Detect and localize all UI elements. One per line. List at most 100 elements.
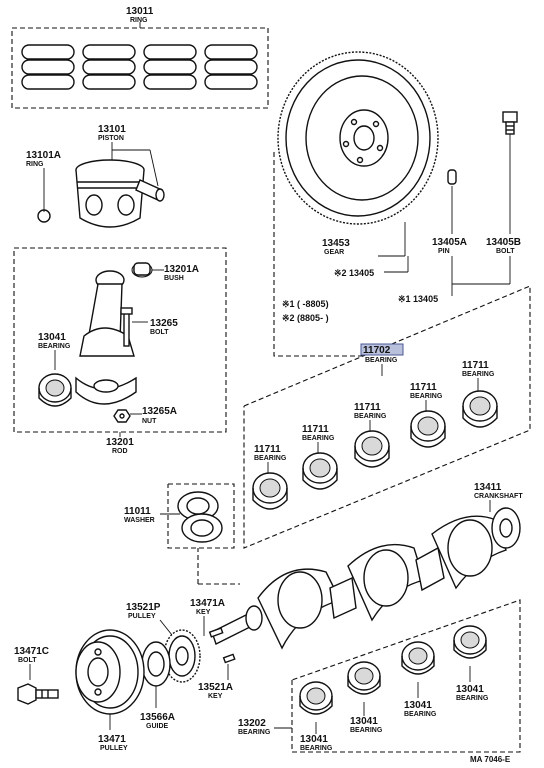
label-13101-name: PISTON (98, 135, 124, 142)
flywheel-bolt[interactable] (502, 111, 518, 135)
piston-ring-3[interactable] (143, 44, 197, 90)
main-bearing-1[interactable] (252, 472, 288, 510)
rod-frame (13, 247, 227, 433)
timing-key[interactable] (222, 653, 236, 664)
flywheel-group: 13453 GEAR ※2 13405 13405A PIN 13405B BO… (273, 51, 521, 357)
label-11711a-number[interactable]: 11711 (254, 444, 281, 455)
label-13453-number[interactable]: 13453 (322, 238, 350, 249)
label-13041d-number[interactable]: 13041 (404, 700, 432, 711)
piston[interactable] (75, 159, 145, 228)
label-13411-number[interactable]: 13411 (474, 482, 502, 493)
thrust-washer-group: 11011 WASHER (124, 483, 235, 549)
label-13453-name: GEAR (324, 249, 344, 256)
label-11711b-name: BEARING (302, 435, 335, 442)
note-gear-ref: ※2 13405 (334, 268, 374, 278)
label-13265-name: BOLT (150, 329, 169, 336)
connecting-rod[interactable] (79, 270, 135, 357)
label-13471-name: PULLEY (100, 745, 128, 752)
connecting-rod-group: 13201A BUSH 13265 BOLT 13041 BEARING 132… (13, 247, 227, 455)
label-11711d-number[interactable]: 11711 (410, 382, 437, 393)
rod-bearing-set-group: 13202 BEARING 13041 BEARING 13041 BEARIN… (238, 599, 521, 753)
label-13265-number[interactable]: 13265 (150, 318, 178, 329)
label-11711a-name: BEARING (254, 455, 287, 462)
note-flywheel-ref: ※1 13405 (398, 294, 438, 304)
label-13011-number[interactable]: 13011 (126, 6, 154, 17)
piston-ring-2[interactable] (82, 44, 136, 90)
label-11711e-number[interactable]: 11711 (462, 360, 489, 371)
label-13471-number[interactable]: 13471 (98, 734, 126, 745)
label-13101-number[interactable]: 13101 (98, 124, 126, 135)
note-condition-2: ※2 (8805- ) (282, 313, 329, 323)
piston-group: 13101 PISTON 13101A RING (26, 124, 165, 228)
label-13521p-number[interactable]: 13521P (126, 602, 161, 613)
oil-guide[interactable] (141, 641, 171, 687)
main-bearing-4[interactable] (410, 410, 446, 448)
rod-bearing-2[interactable] (347, 661, 381, 695)
main-bearing-2[interactable] (302, 452, 338, 490)
label-13405b-name: BOLT (496, 248, 515, 255)
rod-bearing-1[interactable] (299, 681, 333, 715)
main-bearing-group: 11702 BEARING 11711 BEARING 11711 BEARIN… (243, 285, 531, 549)
label-13471a-number[interactable]: 13471A (190, 598, 225, 609)
label-11011-number[interactable]: 11011 (124, 506, 151, 517)
label-13265a-number[interactable]: 13265A (142, 406, 177, 417)
rod-bearing-3[interactable] (401, 641, 435, 675)
crankshaft[interactable] (211, 507, 521, 650)
label-11711c-number[interactable]: 11711 (354, 402, 381, 413)
snap-ring[interactable] (37, 209, 51, 223)
label-13101a-name: RING (26, 161, 44, 168)
label-13202-name: BEARING (238, 729, 271, 736)
thrust-washer[interactable] (177, 491, 223, 543)
label-13265a-name: NUT (142, 418, 157, 425)
crankshaft-group: 13411 CRANKSHAFT (197, 482, 523, 650)
label-11711e-name: BEARING (462, 371, 495, 378)
label-13405b-number[interactable]: 13405B (486, 237, 521, 248)
label-13411-name: CRANKSHAFT (474, 493, 523, 500)
label-13041c-number[interactable]: 13041 (350, 716, 378, 727)
label-13471c-name: BOLT (18, 657, 37, 664)
label-13041e-number[interactable]: 13041 (456, 684, 484, 695)
label-13471a-name: KEY (196, 609, 211, 616)
main-bearing-frame (243, 285, 531, 549)
piston-ring-4[interactable] (204, 44, 258, 90)
label-11711b-number[interactable]: 11711 (302, 424, 329, 435)
main-bearing-5[interactable] (462, 390, 498, 428)
pulley-key[interactable] (208, 627, 224, 638)
crank-pulley[interactable] (75, 629, 145, 715)
label-11711c-name: BEARING (354, 413, 387, 420)
rod-cap[interactable] (75, 376, 137, 405)
label-11702-number[interactable]: 11702 (363, 345, 391, 356)
label-13201-name: ROD (112, 448, 128, 455)
label-13201a-number[interactable]: 13201A (164, 264, 199, 275)
rod-bearing-4[interactable] (453, 625, 487, 659)
label-13201-number[interactable]: 13201 (106, 437, 134, 448)
timing-pulley[interactable] (163, 629, 201, 683)
label-13041b-number[interactable]: 13041 (300, 734, 328, 745)
label-11011-name: WASHER (124, 517, 155, 524)
rod-nut[interactable] (113, 409, 131, 423)
label-13101a-number[interactable]: 13101A (26, 150, 61, 161)
piston-ring-1[interactable] (21, 44, 75, 90)
label-13405a-number[interactable]: 13405A (432, 237, 467, 248)
label-13041a-number[interactable]: 13041 (38, 332, 66, 343)
label-13566a-number[interactable]: 13566A (140, 712, 175, 723)
rod-bolt[interactable] (120, 307, 133, 347)
piston-pin[interactable] (135, 179, 165, 202)
label-13041b-name: BEARING (300, 745, 333, 752)
label-13471c-number[interactable]: 13471C (14, 646, 49, 657)
dowel-pin[interactable] (447, 169, 457, 185)
label-13521a-number[interactable]: 13521A (198, 682, 233, 693)
rod-bush[interactable] (131, 262, 153, 278)
label-13201a-name: BUSH (164, 275, 184, 282)
main-bearing-3[interactable] (354, 430, 390, 468)
rod-bearing-upper[interactable] (38, 373, 72, 407)
label-13041e-name: BEARING (456, 695, 489, 702)
flywheel[interactable] (277, 51, 439, 225)
pulley-bolt[interactable] (17, 683, 59, 705)
highlight-11702 (360, 343, 404, 356)
note-condition-1: ※1 ( -8805) (282, 299, 329, 309)
label-13521a-name: KEY (208, 693, 223, 700)
washer-frame (167, 483, 235, 549)
label-13202-number[interactable]: 13202 (238, 718, 266, 729)
